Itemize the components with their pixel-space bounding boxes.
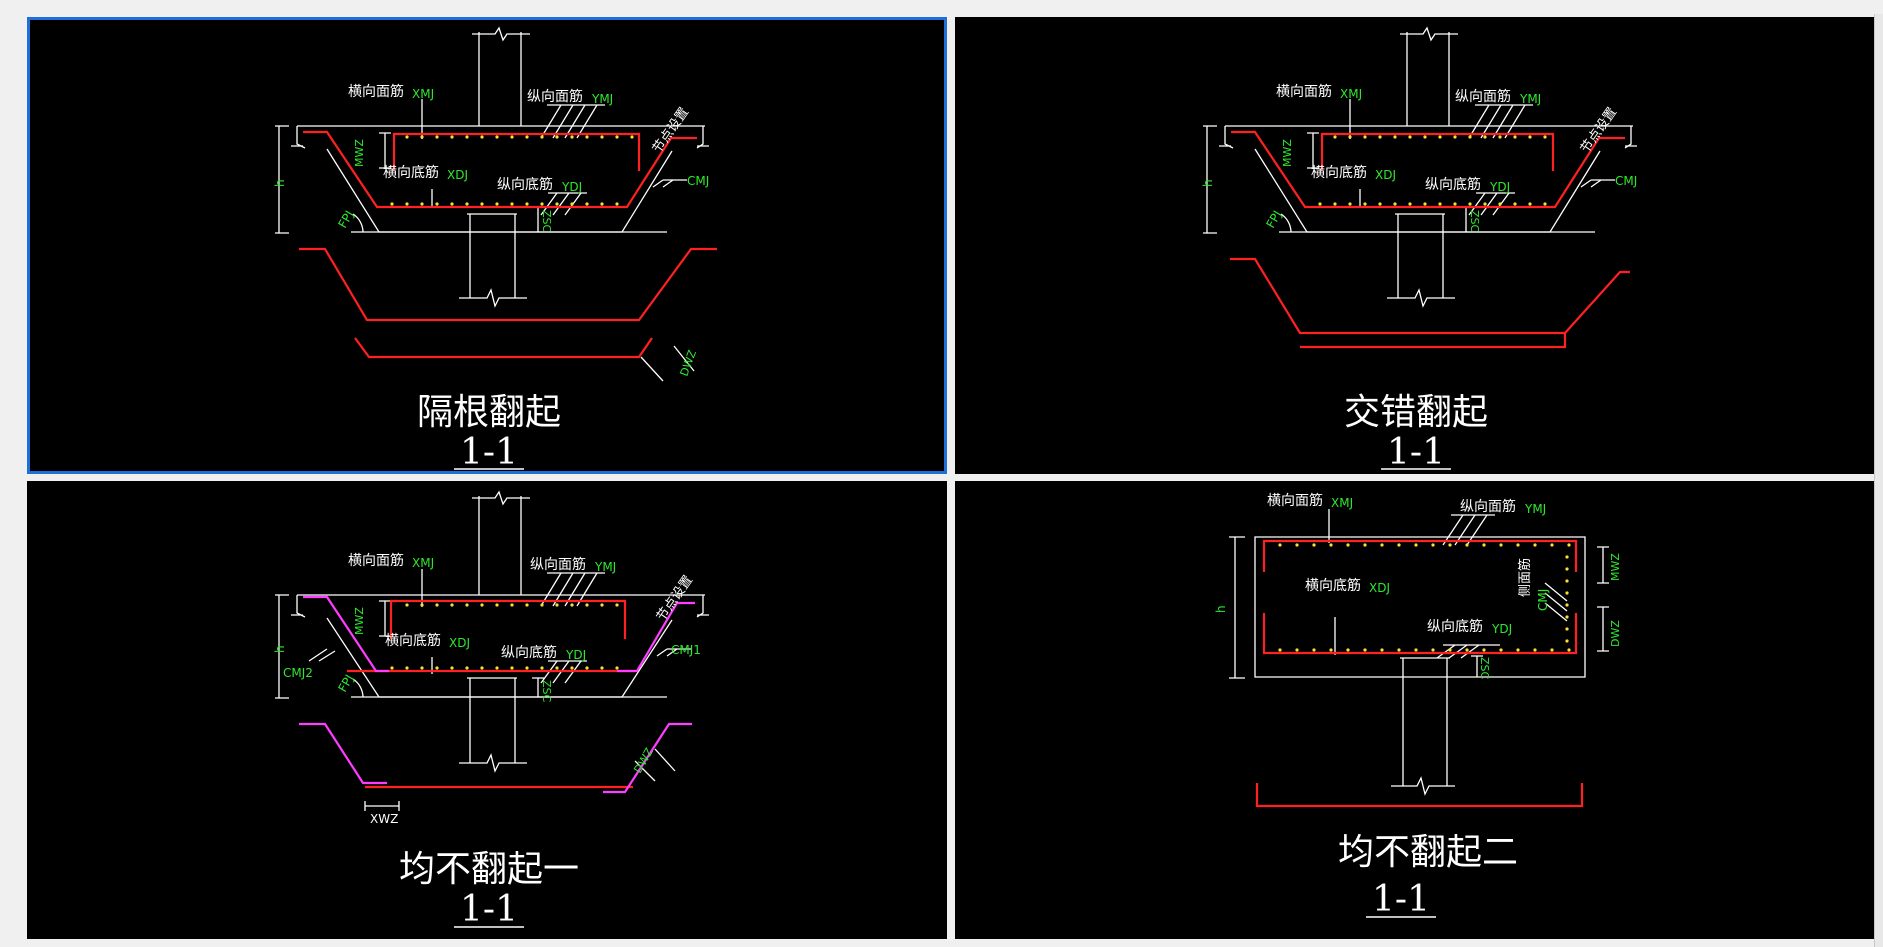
label-ydj-cn: 纵向底筋	[497, 176, 553, 193]
label-xdj-cn: 横向底筋	[385, 632, 441, 649]
label-node: 节点设置	[650, 105, 692, 156]
option-panel-no-bend-2[interactable]: 横向面筋 XMJ 纵向面筋 YMJ 横向底筋 XDJ 纵向底筋 YDJ 侧面筋 …	[955, 481, 1874, 939]
vertical-scrollbar[interactable]	[1874, 14, 1883, 947]
label-mwz: MWZ	[353, 139, 366, 167]
label-h: h	[1214, 605, 1228, 613]
label-mwz: MWZ	[1281, 139, 1294, 167]
rebar-dots	[390, 135, 634, 206]
label-mwz: MWZ	[353, 607, 366, 635]
label-fpj: FPJ	[1263, 208, 1284, 230]
label-xmj: XMJ	[412, 556, 434, 570]
section-drawing-4: 横向面筋 XMJ 纵向面筋 YMJ 横向底筋 XDJ 纵向底筋 YDJ 侧面筋 …	[1214, 492, 1622, 920]
label-xdj: XDJ	[1369, 581, 1390, 595]
label-xmj-cn: 横向面筋	[1276, 83, 1332, 100]
rebar-dots	[1278, 543, 1571, 652]
label-h: h	[273, 645, 287, 653]
label-zsc: ZSC	[1478, 657, 1491, 680]
label-ymj-cn: 纵向面筋	[1460, 498, 1516, 515]
label-xdj-cn: 横向底筋	[1305, 577, 1361, 594]
label-xwz: XWZ	[370, 812, 398, 826]
label-h: h	[273, 179, 287, 187]
label-cmj: CMJ	[687, 174, 709, 188]
rebar-dots	[390, 603, 619, 670]
label-fpj: FPJ	[335, 208, 356, 230]
panel-title-1: 隔根翻起	[417, 392, 561, 433]
rebar-dots	[1318, 135, 1547, 206]
section-mark-2: 1-1	[1387, 432, 1445, 473]
label-node: 节点设置	[654, 573, 696, 624]
label-zsc: ZSC	[1468, 210, 1481, 233]
label-ydj: YDJ	[565, 648, 586, 662]
top-toolbar-strip	[0, 0, 1883, 14]
label-ydj: YDJ	[1491, 622, 1512, 636]
label-ymj: YMJ	[1524, 502, 1546, 516]
label-cmj: CMJ	[1615, 174, 1637, 188]
panel-title-2: 交错翻起	[1344, 392, 1488, 433]
label-zsc: ZSC	[540, 210, 553, 233]
label-cmj1: CMJ1	[671, 643, 701, 657]
section-drawing-3: 横向面筋 XMJ 纵向面筋 YMJ 横向底筋 XDJ 纵向底筋 YDJ 节点设置…	[273, 490, 709, 930]
label-ydj: YDJ	[1489, 180, 1510, 194]
label-ydj-cn: 纵向底筋	[1427, 618, 1483, 635]
section-drawing-1: 横向面筋 XMJ 纵向面筋 YMJ 横向底筋 XDJ 纵向底筋 YDJ 节点设置…	[273, 26, 717, 473]
label-ymj-cn: 纵向面筋	[1455, 88, 1511, 105]
option-panel-staggered-bend[interactable]: 横向面筋 XMJ 纵向面筋 YMJ 横向底筋 XDJ 纵向底筋 YDJ 节点设置…	[955, 17, 1874, 474]
label-xdj: XDJ	[1375, 168, 1396, 182]
label-h: h	[1201, 179, 1215, 187]
label-zsc: ZSC	[540, 680, 553, 703]
label-xmj: XMJ	[1331, 496, 1353, 510]
label-mwz: MWZ	[1609, 553, 1622, 581]
label-ydj-cn: 纵向底筋	[501, 644, 557, 661]
label-xmj: XMJ	[412, 87, 434, 101]
section-mark-4: 1-1	[1372, 879, 1430, 920]
label-ydj: YDJ	[561, 180, 582, 194]
label-ymj-cn: 纵向面筋	[527, 88, 583, 105]
label-xmj-cn: 横向面筋	[1267, 492, 1323, 509]
panel-title-4: 均不翻起二	[1338, 832, 1518, 873]
label-node: 节点设置	[1578, 105, 1620, 156]
panel-title-3: 均不翻起一	[399, 849, 579, 890]
label-dwz: DWZ	[1609, 620, 1622, 647]
label-xdj-cn: 横向底筋	[383, 164, 439, 181]
label-side-cn: 侧面筋	[1517, 558, 1533, 597]
section-mark-3: 1-1	[460, 889, 518, 930]
label-xmj-cn: 横向面筋	[348, 83, 404, 100]
label-xdj-cn: 横向底筋	[1311, 164, 1367, 181]
label-ydj-cn: 纵向底筋	[1425, 176, 1481, 193]
label-ymj: YMJ	[594, 560, 616, 574]
section-drawing-2: 横向面筋 XMJ 纵向面筋 YMJ 横向底筋 XDJ 纵向底筋 YDJ 节点设置…	[1201, 26, 1637, 473]
label-xdj: XDJ	[447, 168, 468, 182]
label-ymj: YMJ	[591, 92, 613, 106]
label-xmj-cn: 横向面筋	[348, 552, 404, 569]
option-panel-no-bend-1[interactable]: 横向面筋 XMJ 纵向面筋 YMJ 横向底筋 XDJ 纵向底筋 YDJ 节点设置…	[27, 481, 947, 939]
label-fpj: FPJ	[335, 672, 356, 694]
label-dwz: DWZ	[678, 348, 700, 378]
section-mark-1: 1-1	[460, 432, 518, 473]
label-cmj2: CMJ2	[283, 666, 313, 680]
label-xdj: XDJ	[449, 636, 470, 650]
option-panel-alternate-bend[interactable]: 横向面筋 XMJ 纵向面筋 YMJ 横向底筋 XDJ 纵向底筋 YDJ 节点设置…	[27, 17, 947, 474]
label-ymj-cn: 纵向面筋	[530, 556, 586, 573]
label-ymj: YMJ	[1519, 92, 1541, 106]
label-cmj: CMJ	[1536, 589, 1550, 611]
label-xmj: XMJ	[1340, 87, 1362, 101]
